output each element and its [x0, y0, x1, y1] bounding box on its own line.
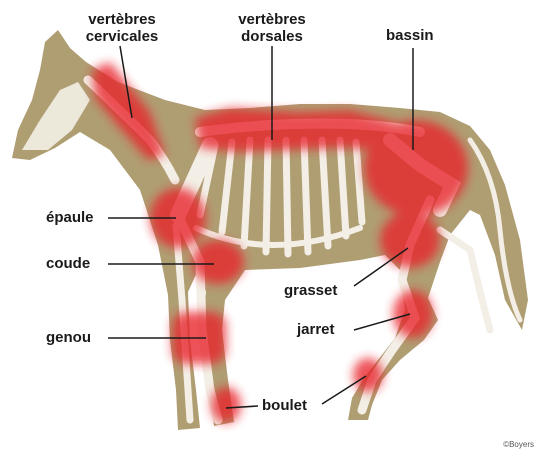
copyright-text: ©Boyers [503, 440, 534, 449]
label-dorsal-line1: vertèbres [232, 11, 312, 28]
label-jarret: jarret [297, 321, 335, 338]
highlight-coude [192, 240, 244, 284]
highlight-boulet-front [211, 387, 241, 423]
label-cervical: vertèbres cervicales [84, 11, 160, 45]
label-dorsal: vertèbres dorsales [232, 11, 312, 45]
label-grasset: grasset [284, 282, 337, 299]
label-genou: genou [46, 329, 91, 346]
highlight-boulet-hind [353, 358, 383, 392]
highlight-bassin [364, 120, 468, 216]
label-cervical-line1: vertèbres [84, 11, 160, 28]
highlight-grasset [380, 212, 440, 268]
label-boulet: boulet [262, 397, 307, 414]
label-cervical-line2: cervicales [84, 28, 160, 45]
label-dorsal-line2: dorsales [232, 28, 312, 45]
label-bassin: bassin [386, 27, 434, 44]
label-epaule: épaule [46, 209, 94, 226]
hind-leg-rear [440, 230, 490, 330]
highlight-dorsal [195, 108, 395, 152]
highlight-jarret [393, 290, 433, 338]
horse-silhouette [12, 30, 528, 430]
label-coude: coude [46, 255, 90, 272]
